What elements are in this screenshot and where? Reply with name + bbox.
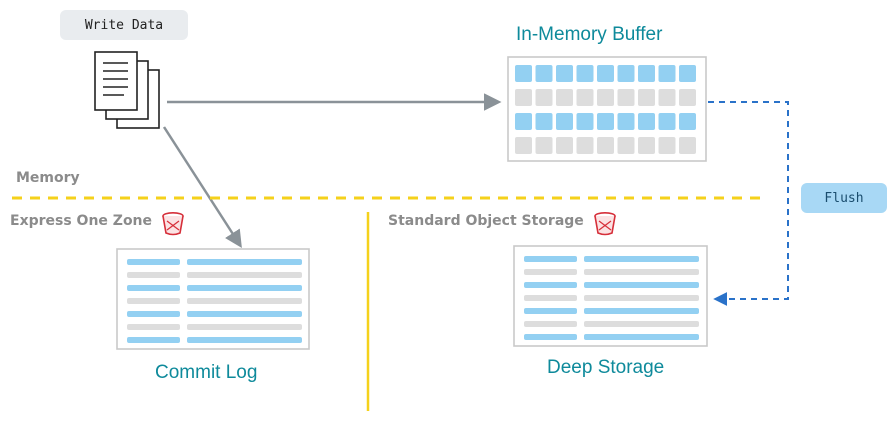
in-memory-buffer — [507, 56, 707, 162]
table-row-right — [584, 334, 699, 340]
table-row-right — [584, 321, 699, 327]
flush-arrow — [708, 101, 789, 306]
buffer-cell — [535, 137, 553, 154]
table-row-right — [584, 282, 699, 288]
buffer-cell — [617, 65, 635, 82]
table-row-right — [584, 308, 699, 314]
commit-log-table — [116, 248, 310, 350]
table-row-right — [187, 259, 302, 265]
buffer-cell — [658, 113, 676, 130]
buffer-cell — [535, 65, 553, 82]
buffer-cell — [679, 65, 696, 82]
buffer-cell — [576, 65, 594, 82]
buffer-cell — [658, 65, 676, 82]
buffer-cell — [515, 137, 532, 154]
table-row-left — [524, 295, 577, 301]
buffer-cell — [535, 113, 553, 130]
commit-log-title: Commit Log — [155, 362, 258, 383]
bucket-icon — [594, 211, 616, 236]
buffer-cell — [576, 113, 594, 130]
table-row-right — [187, 285, 302, 291]
buffer-cell — [638, 89, 655, 106]
buffer-cell — [658, 137, 676, 154]
buffer-cell — [617, 137, 635, 154]
express-one-zone-label: Express One Zone — [10, 213, 153, 229]
buffer-cell — [617, 113, 635, 130]
table-row-left — [524, 334, 577, 340]
table-row-left — [524, 256, 577, 262]
write-data-label: Write Data — [60, 10, 188, 40]
buffer-cell — [679, 89, 696, 106]
buffer-cell — [679, 137, 696, 154]
table-row-left — [524, 308, 577, 314]
deep-storage-table — [513, 245, 708, 347]
deep-storage-title: Deep Storage — [547, 357, 665, 378]
table-row-left — [524, 321, 577, 327]
table-row-right — [187, 311, 302, 317]
table-row-right — [584, 295, 699, 301]
bucket-icon — [162, 211, 184, 236]
buffer-cell — [515, 89, 532, 106]
buffer-cell — [679, 113, 696, 130]
buffer-cell — [597, 113, 614, 130]
buffer-cell — [617, 89, 635, 106]
buffer-cell — [638, 65, 655, 82]
buffer-cell — [576, 137, 594, 154]
buffer-cell — [515, 113, 532, 130]
table-row-left — [524, 269, 577, 275]
buffer-title: In-Memory Buffer — [516, 24, 663, 45]
buffer-cell — [556, 137, 573, 154]
buffer-cell — [597, 89, 614, 106]
table-row-right — [187, 337, 302, 343]
buffer-cell — [638, 137, 655, 154]
buffer-cell — [597, 137, 614, 154]
flush-label: Flush — [801, 183, 887, 213]
standard-storage-label: Standard Object Storage — [388, 213, 584, 229]
table-row-left — [127, 298, 180, 304]
table-row-right — [187, 272, 302, 278]
arrow-to-commit-log — [162, 126, 242, 248]
buffer-cell — [556, 65, 573, 82]
document-stack-icon — [94, 51, 160, 129]
table-row-right — [584, 269, 699, 275]
table-row-right — [187, 324, 302, 330]
table-row-left — [524, 282, 577, 288]
table-row-left — [127, 272, 180, 278]
memory-label: Memory — [16, 170, 80, 186]
buffer-cell — [597, 65, 614, 82]
table-row-right — [187, 298, 302, 304]
buffer-cell — [535, 89, 553, 106]
table-row-left — [127, 285, 180, 291]
table-row-left — [127, 337, 180, 343]
buffer-cell — [515, 65, 532, 82]
buffer-cell — [556, 113, 573, 130]
buffer-cell — [556, 89, 573, 106]
table-row-left — [127, 259, 180, 265]
table-row-right — [584, 256, 699, 262]
buffer-cell — [658, 89, 676, 106]
buffer-cell — [576, 89, 594, 106]
table-row-left — [127, 311, 180, 317]
table-row-left — [127, 324, 180, 330]
buffer-cell — [638, 113, 655, 130]
